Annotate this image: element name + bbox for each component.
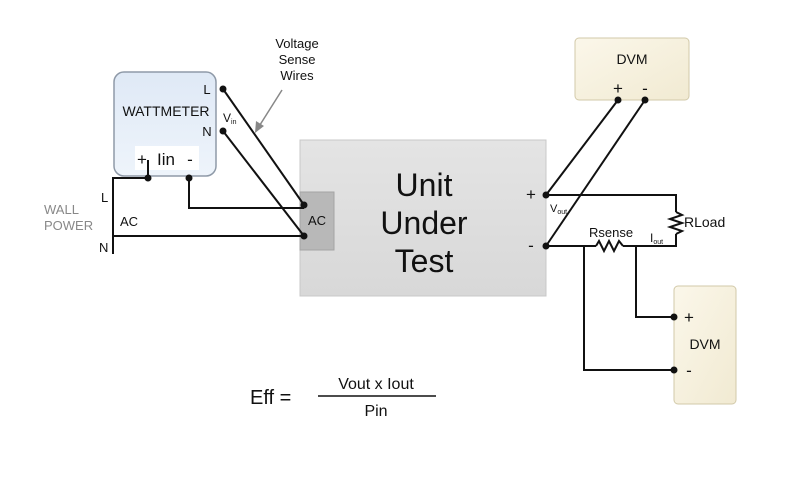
iin-plus-label: + — [137, 150, 147, 169]
junction-dot — [670, 313, 678, 321]
wall-power-line1: WALL — [44, 202, 79, 217]
uut-title-line1: Unit — [396, 167, 453, 203]
wall-power-n: N — [99, 240, 108, 255]
sense-wire-l — [222, 88, 305, 206]
uut-plus-label: + — [526, 185, 536, 204]
uut-title-line3: Test — [395, 243, 454, 279]
formula-numerator: Vout x Iout — [338, 376, 414, 393]
wattmeter-terminal-l: L — [203, 82, 210, 97]
wattmeter-title: WATTMETER — [122, 103, 209, 119]
wiring — [112, 88, 686, 371]
junction-dot — [670, 366, 678, 374]
junction-dot — [542, 242, 550, 250]
wire-plus-to-rload — [546, 194, 677, 212]
wall-power-l: L — [101, 190, 108, 205]
vin-label: Vin — [223, 111, 237, 126]
voltage-sense-arrow — [257, 89, 283, 129]
junction-dot — [300, 201, 308, 209]
iin-minus-label: - — [187, 150, 193, 169]
wire-rsense-to-dvm-minus — [583, 246, 674, 371]
voltage-sense-line1: Voltage — [275, 36, 318, 51]
iin-label: Iin — [157, 150, 175, 169]
dvm-right-minus: - — [686, 361, 692, 380]
unit-under-test: AC Unit Under Test + - — [299, 139, 547, 297]
uut-minus-label: - — [528, 236, 534, 255]
junction-dot — [219, 85, 227, 93]
dvm-top-title: DVM — [616, 51, 647, 67]
junction-dot — [144, 174, 152, 182]
wall-power: WALL POWER L AC N — [44, 190, 138, 255]
efficiency-formula: Eff = Vout x Iout Pin — [250, 376, 436, 420]
dvm-top: DVM + - — [574, 37, 690, 101]
wire-rsense-to-dvm-plus — [635, 246, 674, 318]
voltage-sense-arrowhead — [255, 121, 264, 133]
voltage-sense-line3: Wires — [280, 68, 314, 83]
connection-dots — [144, 85, 678, 374]
wire-rload-return — [623, 234, 677, 247]
dvm-right: DVM + - — [673, 285, 737, 405]
wall-power-ac: AC — [120, 214, 138, 229]
wire-vout-minus-to-dvm — [545, 99, 646, 247]
dvm-top-plus: + — [613, 79, 623, 98]
rload-label: RLoad — [684, 214, 725, 230]
voltage-sense-annotation: Voltage Sense Wires — [255, 36, 319, 133]
wattmeter: WATTMETER L N + Iin - — [113, 71, 217, 177]
junction-dot — [641, 96, 649, 104]
voltage-sense-line2: Sense — [279, 52, 316, 67]
wire-wall-l-to-iin-plus — [112, 160, 149, 200]
junction-dot — [542, 191, 550, 199]
junction-dot — [614, 96, 622, 104]
wall-power-line2: POWER — [44, 218, 93, 233]
wire-vout-plus-to-dvm — [545, 99, 619, 196]
junction-dot — [300, 232, 308, 240]
dvm-right-title: DVM — [689, 336, 720, 352]
dvm-top-minus: - — [642, 79, 648, 98]
vout-label: Vout — [550, 203, 567, 216]
uut-ac-port-label: AC — [308, 213, 326, 228]
rsense-resistor — [595, 238, 624, 254]
junction-dot — [185, 174, 193, 182]
formula-lhs: Eff = — [250, 387, 291, 409]
iout-label: Iout — [650, 231, 663, 246]
uut-title-line2: Under — [380, 205, 468, 241]
junction-dot — [219, 127, 227, 135]
dvm-right-plus: + — [684, 308, 694, 327]
iin-terminal-panel — [135, 146, 199, 170]
sense-wire-n — [222, 130, 305, 237]
uut-ac-port — [299, 191, 335, 251]
wattmeter-terminal-n: N — [202, 124, 211, 139]
wire-iin-minus-to-uut — [188, 178, 304, 209]
formula-denominator: Pin — [364, 403, 387, 420]
rsense-label: Rsense — [589, 225, 633, 240]
rload-resistor — [666, 211, 686, 235]
